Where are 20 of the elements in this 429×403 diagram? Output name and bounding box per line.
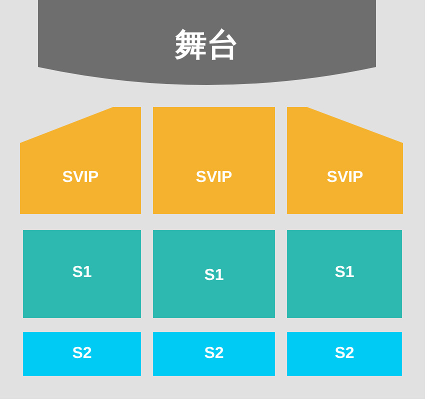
stage-area	[38, 0, 376, 85]
section-label: S2	[72, 345, 92, 363]
seating-section	[23, 332, 141, 376]
stage-label: 舞台	[175, 27, 239, 63]
section-label: S2	[334, 345, 354, 363]
section-label: S2	[204, 345, 224, 363]
seating-section	[287, 107, 403, 214]
seating-section	[153, 332, 275, 376]
seating-section	[23, 230, 141, 318]
seating-section	[287, 230, 402, 318]
section-label: SVIP	[62, 169, 99, 187]
seating-section	[153, 107, 275, 214]
section-label: S1	[334, 264, 354, 282]
seating-section	[20, 107, 141, 214]
seating-section	[153, 230, 275, 318]
section-label: S1	[72, 264, 92, 282]
section-label: SVIP	[326, 169, 364, 187]
section-label: S1	[204, 267, 224, 285]
seating-section	[287, 332, 402, 376]
section-label: SVIP	[196, 169, 232, 187]
